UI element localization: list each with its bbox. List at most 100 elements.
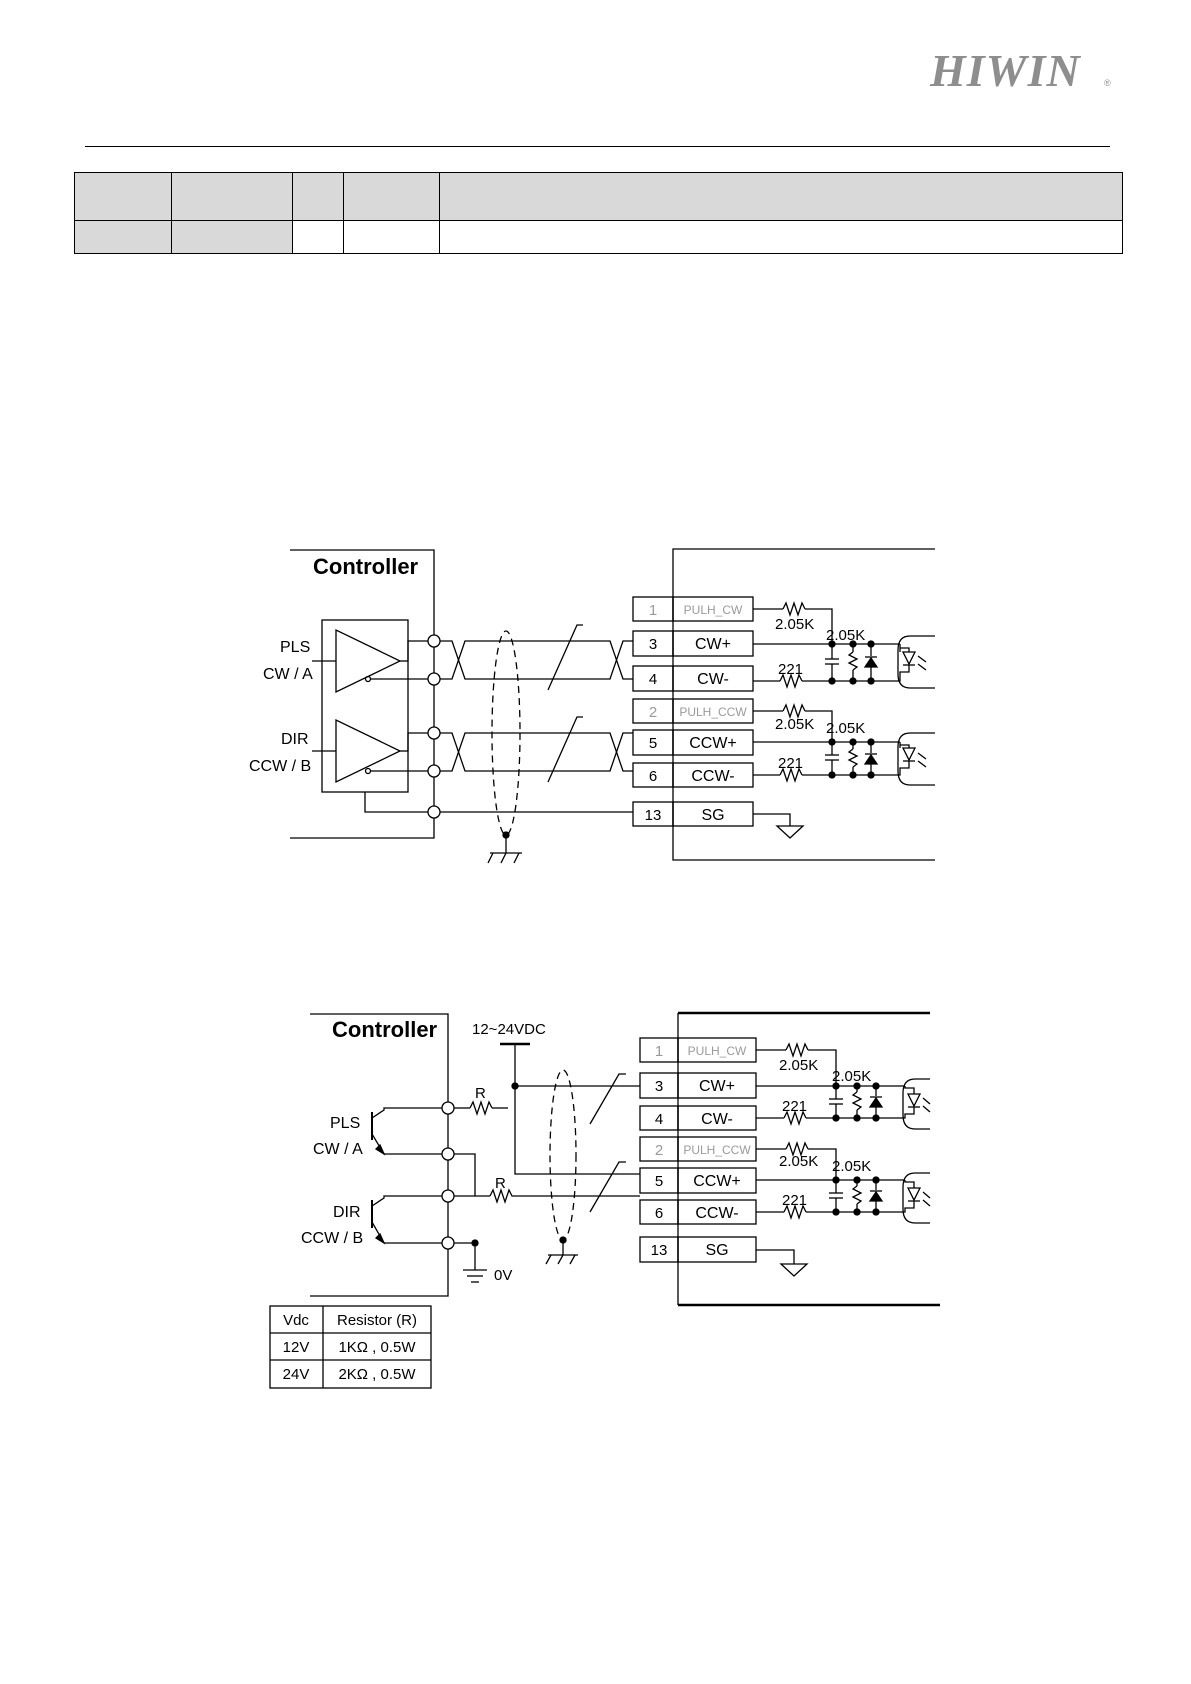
cw-input-circuit [756,1041,931,1130]
junction-dot [471,1239,479,1247]
signal-label-ccw-b: CCW / B [301,1230,363,1247]
pin-name: SG [705,1242,728,1259]
junction-dot [828,640,836,648]
twisted-pair-cable [440,640,633,680]
pin-number: 13 [645,807,662,824]
light-arrow [922,1199,931,1207]
wire [900,744,910,748]
terminal [427,726,441,740]
resistor-label: 221 [778,661,803,678]
signal-label-ccw-b: CCW / B [249,758,311,775]
table-header-resistor: Resistor (R) [337,1312,417,1329]
transistor-emitter [371,1221,448,1244]
terminal [441,1189,455,1203]
optocoupler-body [897,635,935,689]
optocoupler-body [897,732,935,786]
junction-dot [872,1082,880,1090]
wire [364,792,434,813]
controller-frame [290,549,435,839]
chassis-ground-icon [569,1254,576,1265]
terminal [441,1147,455,1161]
chassis-ground-icon [545,1254,552,1265]
junction-dot [872,1176,880,1184]
junction-dot [849,640,857,648]
line-driver-diagram: Controller PLS CW / A DIR CCW / B [249,548,935,864]
resistor-2-05k [851,1185,863,1205]
revision-table-cell [343,172,440,221]
inverter-bubble [364,767,372,775]
pin-name-box [672,665,754,692]
junction-dot [502,831,510,839]
pin-number: 3 [649,636,657,653]
pin-name: CW- [701,1111,733,1128]
junction-dot [832,1114,840,1122]
table-cell: 12V [283,1339,310,1356]
resistor-label: 2.05K [779,1057,818,1074]
resistor-2-05k [782,702,806,720]
junction-dot [559,1236,567,1244]
junction-dot [867,738,875,746]
wire [880,665,910,682]
pin-number: 4 [655,1111,663,1128]
junction-dot [832,1176,840,1184]
pin-name: PULH_CCW [683,1143,751,1157]
light-arrow [917,663,927,671]
revision-table-cell [171,172,293,221]
pin-name: PULH_CW [684,603,743,617]
diode [863,753,879,765]
terminal [427,634,441,648]
ground-label: 0V [494,1267,512,1284]
resistor-value-table [269,1305,432,1389]
wire [805,710,833,742]
pin-number: 1 [649,602,657,619]
led-icon [906,1187,922,1202]
resistor-label: 2.05K [826,627,865,644]
chassis-ground-icon [500,852,507,864]
junction-dot [867,771,875,779]
pin-number: 3 [655,1078,663,1095]
header-rule [85,146,1110,147]
pin-name: CW+ [695,636,731,653]
transistor-collector [371,1195,448,1207]
chassis-ground-icon [487,852,494,864]
light-arrow [922,1105,931,1113]
pin-name: CCW- [691,768,734,785]
junction-dot [853,1082,861,1090]
resistor-221 [779,766,803,784]
wire [756,1249,795,1264]
revision-table-header-row [74,172,1123,221]
light-arrow [917,655,927,663]
ccw-input-circuit [756,1140,931,1224]
table-cell: 1KΩ , 0.5W [338,1339,416,1356]
junction-dot [853,1114,861,1122]
light-arrow [917,752,927,760]
wire [808,1049,837,1086]
table-cell: 2KΩ , 0.5W [338,1366,416,1383]
optocoupler-body [902,1078,930,1130]
terminal [427,805,441,819]
registered-mark: ® [1104,78,1111,88]
revision-table-cell [343,220,440,254]
pin-number: 5 [655,1173,663,1190]
resistor-221 [783,1203,807,1221]
signal-label-cw-a: CW / A [313,1141,363,1158]
revision-table-cell [74,172,172,221]
chassis-ground-icon [557,1254,564,1265]
wire [885,1107,915,1119]
signal-label-pls: PLS [280,639,310,656]
line-driver-ic [321,619,409,793]
resistor-221 [779,672,803,690]
pin-number: 2 [655,1142,663,1159]
pin-name: PULH_CCW [679,705,747,719]
pin-name: SG [701,807,724,824]
resistor-r [489,1187,640,1205]
revision-table [74,172,1123,254]
junction-dot [849,738,857,746]
driver-buffer-dir [335,718,402,784]
chassis-ground-icon [513,852,520,864]
light-arrow [917,760,927,768]
resistor-2-05k [782,600,806,618]
junction-dot [867,640,875,648]
transistor-collector [371,1107,448,1119]
resistor-label: 2.05K [779,1153,818,1170]
